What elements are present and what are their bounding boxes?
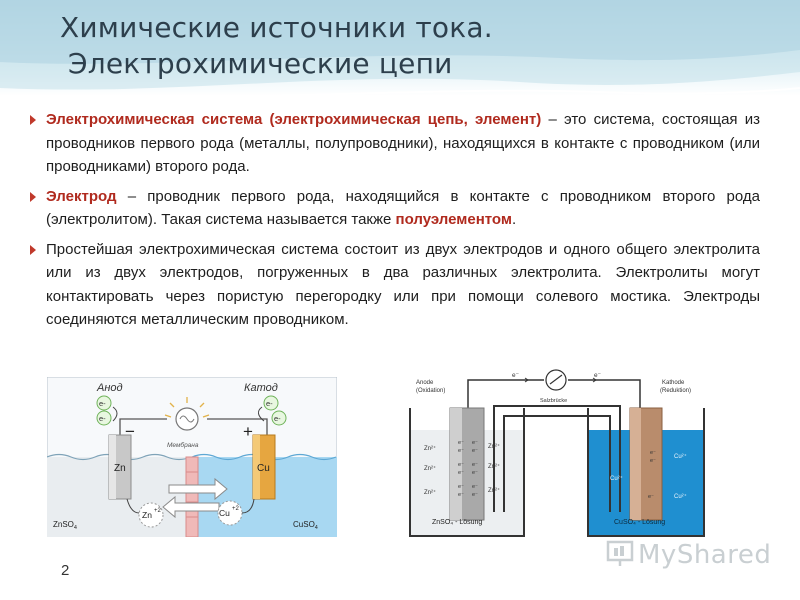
svg-text:e⁻: e⁻	[472, 448, 478, 454]
title-line-2: Электрохимические цепи	[68, 47, 453, 80]
paragraph-1-text: – это система, состоящая из проводников …	[46, 111, 760, 175]
svg-text:+2: +2	[232, 506, 240, 512]
svg-text:Zn²⁺: Zn²⁺	[488, 443, 500, 450]
salt-bridge	[493, 405, 621, 512]
svg-text:e⁻: e⁻	[650, 450, 656, 456]
galvanic-cell-membrane-diagram: Мембрана Zn Cu − + Анод Катод e- e- e- e…	[47, 377, 337, 537]
zinc-ion	[138, 502, 164, 528]
membrane	[185, 456, 199, 537]
daniell-cell-diagram: Salzbrücke e⁻ e⁻ Anode (Oxidation) Katho…	[392, 362, 722, 550]
anode-label: Anode	[416, 380, 434, 386]
paragraph-2-end: .	[511, 211, 517, 228]
svg-text:e⁻: e⁻	[458, 492, 464, 498]
svg-text:Cu: Cu	[219, 508, 230, 518]
copper-sulfate-label: CuSO4	[293, 520, 318, 531]
svg-text:Zn²⁺: Zn²⁺	[488, 487, 500, 494]
salt-bridge-label: Salzbrücke	[540, 398, 567, 404]
electron-flow-right: e⁻	[594, 372, 602, 379]
positive-sign: +	[243, 422, 253, 441]
zinc-label: Zn	[114, 463, 126, 474]
svg-text:e⁻: e⁻	[458, 470, 464, 476]
slide-title: Химические источники тока. Электрохимиче…	[60, 10, 493, 82]
paragraph-definition-system: Электрохимическая система (электрохимиче…	[28, 108, 760, 179]
membrane-label: Мембрана	[167, 441, 199, 449]
svg-text:e-: e-	[99, 414, 106, 423]
svg-text:e⁻: e⁻	[472, 470, 478, 476]
svg-text:Cu²⁺: Cu²⁺	[674, 453, 687, 460]
svg-text:Zn²⁺: Zn²⁺	[424, 489, 436, 496]
svg-text:Zn²⁺: Zn²⁺	[424, 465, 436, 472]
svg-text:e⁻: e⁻	[472, 440, 478, 446]
electrons-on-copper: e⁻ e⁻ e⁻	[648, 450, 656, 500]
svg-text:Zn²⁺: Zn²⁺	[424, 445, 436, 452]
electron-cathode-2: e-	[271, 410, 287, 426]
term-electrochemical-system: Электрохимическая система (электрохимиче…	[46, 111, 542, 128]
copper-sulfate-solution-label: CuSO₄ - Lösung	[614, 519, 665, 526]
zinc-sulfate-label: ZnSO4	[53, 520, 77, 531]
title-line-1: Химические источники тока.	[60, 11, 493, 44]
header-wave-decoration	[0, 0, 800, 101]
term-electrode: Электрод	[46, 187, 117, 205]
svg-text:e-: e-	[99, 399, 106, 408]
page-number: 2	[61, 562, 70, 579]
svg-text:e⁻: e⁻	[472, 462, 478, 468]
paragraph-simplest-system: Простейшая электрохимическая система сос…	[28, 238, 760, 332]
paragraph-3-text: Простейшая электрохимическая система сос…	[46, 240, 760, 329]
svg-text:e-: e-	[266, 399, 273, 408]
electrons-on-zinc: e⁻ e⁻ e⁻ e⁻ e⁻ e⁻ e⁻ e⁻ e⁻ e⁻ e⁻ e⁻	[458, 440, 478, 498]
svg-text:Cu²⁺: Cu²⁺	[674, 493, 687, 500]
zinc-ions-left: Zn²⁺ Zn²⁺ Zn²⁺ Zn²⁺ Zn²⁺ Zn²⁺	[424, 443, 500, 496]
copper-ions-right: Cu²⁺ Cu²⁺ Cu²⁺	[610, 453, 687, 500]
watermark: MyShared	[638, 540, 772, 570]
copper-label: Cu	[257, 463, 270, 474]
electron-cathode-1: e-	[263, 395, 279, 411]
kathode-label: Kathode	[662, 380, 685, 386]
light-rays-icon	[164, 397, 210, 418]
electron-flow-left: e⁻	[512, 372, 520, 379]
svg-text:+2: +2	[154, 508, 162, 514]
svg-text:e⁻: e⁻	[458, 484, 464, 490]
svg-text:e⁻: e⁻	[648, 494, 654, 500]
negative-sign: −	[125, 422, 135, 441]
svg-text:e⁻: e⁻	[458, 462, 464, 468]
svg-text:e⁻: e⁻	[472, 492, 478, 498]
svg-text:e⁻: e⁻	[458, 448, 464, 454]
svg-text:e⁻: e⁻	[458, 440, 464, 446]
kathode-reduction-label: (Reduktion)	[660, 388, 691, 394]
anode-label: Анод	[96, 382, 123, 394]
anode-oxidation-label: (Oxidation)	[416, 388, 445, 394]
left-beaker	[409, 408, 525, 537]
electron-anode-2: e-	[96, 410, 112, 426]
term-half-cell: полуэлементом	[395, 211, 512, 228]
svg-text:Cu²⁺: Cu²⁺	[610, 475, 623, 482]
svg-text:e⁻: e⁻	[472, 484, 478, 490]
svg-text:Zn²⁺: Zn²⁺	[488, 463, 500, 470]
svg-text:Zn: Zn	[142, 510, 152, 520]
zinc-sulfate-solution-label: ZnSO₄ - Lösung	[432, 519, 482, 526]
slide-content: Электрохимическая система (электрохимиче…	[28, 108, 760, 338]
svg-text:e-: e-	[274, 414, 281, 423]
right-beaker	[587, 408, 705, 537]
watermark-logo-icon	[606, 540, 634, 566]
svg-text:e⁻: e⁻	[650, 458, 656, 464]
cathode-label: Катод	[244, 382, 278, 394]
paragraph-2-text: – проводник первого рода, находящийся в …	[46, 187, 760, 229]
paragraph-definition-electrode: Электрод – проводник первого рода, наход…	[28, 185, 760, 232]
electron-anode-1: e-	[96, 395, 112, 411]
